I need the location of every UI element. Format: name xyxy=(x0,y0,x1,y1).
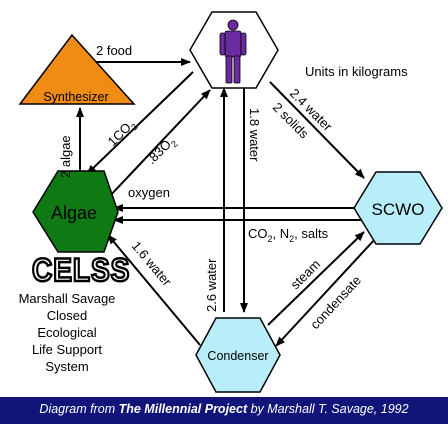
label-co2n2-salts: CO2, N2, salts xyxy=(248,226,329,244)
label-algae-2: 2 algae xyxy=(58,135,73,178)
caption-prefix: Diagram from xyxy=(39,402,119,416)
human-figure-icon xyxy=(219,19,247,84)
node-condenser: Condenser xyxy=(195,317,281,393)
celss-logo: CELSS xyxy=(31,252,131,290)
caption-suffix: by Marshall T. Savage, 1992 xyxy=(247,402,409,416)
label-o2: .83O2 xyxy=(144,133,180,169)
celss-logo-text: CELSS xyxy=(32,253,130,288)
arrow-steam xyxy=(267,231,365,326)
units-note: Units in kilograms xyxy=(305,64,408,79)
system-line-4: Life Support xyxy=(32,342,102,357)
node-algae: Algae xyxy=(32,170,119,253)
system-line-2: Closed xyxy=(47,308,87,323)
condenser-label: Condenser xyxy=(207,349,268,363)
label-steam: steam xyxy=(288,256,324,292)
label-water-26: 2.6 water xyxy=(204,258,219,312)
arrow-co2 xyxy=(86,71,194,175)
node-synthesizer: Synthesizer xyxy=(18,33,136,105)
label-food: 2 food xyxy=(96,43,132,58)
system-line-1: Marshall Savage xyxy=(19,291,116,306)
node-human xyxy=(189,11,279,89)
label-water-18: 1.8 water xyxy=(247,108,262,162)
label-co2: 1CO2 xyxy=(105,116,140,151)
arrow-water-solids xyxy=(269,81,365,179)
caption: Diagram from The Millennial Project by M… xyxy=(0,402,448,416)
caption-title: The Millennial Project xyxy=(118,402,248,416)
label-water-16: 1.6 water xyxy=(129,238,175,289)
label-oxygen: oxygen xyxy=(128,185,170,200)
node-scwo: SCWO xyxy=(353,171,443,245)
flow-arrows xyxy=(76,58,377,347)
system-line-5: System xyxy=(45,359,88,374)
algae-label: Algae xyxy=(51,203,97,223)
caption-bar xyxy=(0,397,448,424)
arrow-o2 xyxy=(107,89,211,199)
arrow-water-16 xyxy=(107,234,201,346)
system-line-3: Ecological xyxy=(37,325,96,340)
scwo-label: SCWO xyxy=(372,200,425,219)
arrow-condensate xyxy=(275,237,377,347)
synthesizer-label: Synthesizer xyxy=(43,90,108,104)
